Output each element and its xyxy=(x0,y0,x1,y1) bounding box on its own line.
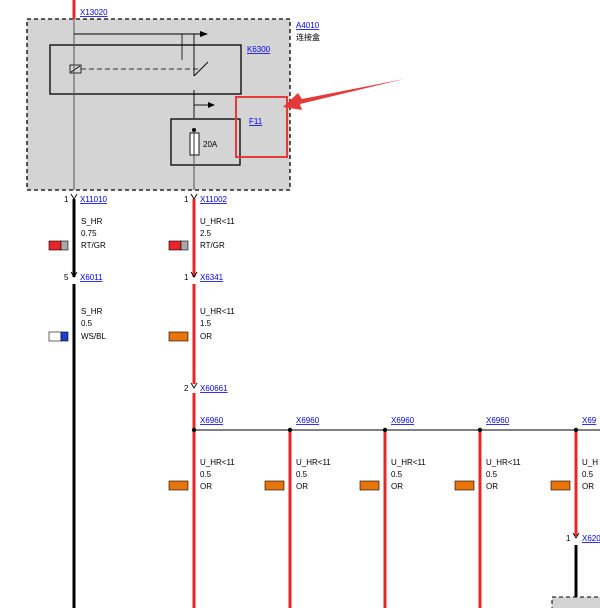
connector-mid-left[interactable]: X6011 xyxy=(80,273,103,282)
branch-connector-link[interactable]: X6960 xyxy=(486,416,510,425)
fuse-rating: 20A xyxy=(203,140,218,149)
branch-connector-link[interactable]: X6960 xyxy=(200,416,224,425)
connector-out-right[interactable]: X11002 xyxy=(200,195,228,204)
connector-mid-right[interactable]: X6341 xyxy=(200,273,224,282)
svg-text:0.5: 0.5 xyxy=(296,470,308,479)
svg-text:U_HR<11: U_HR<11 xyxy=(200,217,235,226)
connector-bottom-right[interactable]: X620 xyxy=(582,534,600,543)
svg-text:RT/GR: RT/GR xyxy=(81,241,106,250)
svg-text:2: 2 xyxy=(184,384,189,393)
wire-color-swatch xyxy=(168,240,182,251)
svg-text:OR: OR xyxy=(486,482,498,491)
svg-text:0.5: 0.5 xyxy=(391,470,403,479)
svg-text:U_HR<11: U_HR<11 xyxy=(391,458,426,467)
branch-connector-link[interactable]: X6960 xyxy=(296,416,320,425)
wire-color-swatch xyxy=(168,480,189,491)
svg-text:1: 1 xyxy=(184,273,189,282)
svg-text:OR: OR xyxy=(391,482,403,491)
svg-text:U_HR<11: U_HR<11 xyxy=(200,458,235,467)
svg-text:0.5: 0.5 xyxy=(582,470,594,479)
svg-text:S_HR: S_HR xyxy=(81,307,103,316)
svg-text:0.5: 0.5 xyxy=(81,319,93,328)
wire-color-swatch xyxy=(48,240,62,251)
highlight-box xyxy=(235,96,288,158)
wire-color-swatch xyxy=(48,331,62,342)
svg-text:RT/GR: RT/GR xyxy=(200,241,225,250)
svg-text:WS/BL: WS/BL xyxy=(81,332,106,341)
svg-text:0.75: 0.75 xyxy=(81,229,97,238)
module-id-link[interactable]: A4010 xyxy=(296,21,320,30)
svg-text:U_H: U_H xyxy=(582,458,598,467)
svg-text:OR: OR xyxy=(200,332,212,341)
svg-text:OR: OR xyxy=(296,482,308,491)
fuse-link[interactable]: F11 xyxy=(249,117,263,126)
device-box xyxy=(551,596,600,608)
branch-connector-link[interactable]: X69 xyxy=(582,416,597,425)
arrow-icon xyxy=(208,102,215,108)
svg-text:U_HR<11: U_HR<11 xyxy=(296,458,331,467)
svg-text:S_HR: S_HR xyxy=(81,217,103,226)
fuse-icon xyxy=(189,132,200,156)
svg-text:U_HR<11: U_HR<11 xyxy=(486,458,521,467)
svg-text:0.5: 0.5 xyxy=(200,470,212,479)
wire-color-swatch xyxy=(264,480,285,491)
highlight-arrow-icon xyxy=(283,79,404,110)
svg-text:U_HR<11: U_HR<11 xyxy=(200,307,235,316)
svg-text:5: 5 xyxy=(64,273,69,282)
branch-connector-link[interactable]: X6960 xyxy=(391,416,415,425)
module-name: 连接盒 xyxy=(296,32,320,42)
svg-text:1.5: 1.5 xyxy=(200,319,212,328)
wire-color-swatch xyxy=(168,331,189,342)
svg-text:OR: OR xyxy=(582,482,594,491)
svg-text:OR: OR xyxy=(200,482,212,491)
svg-text:1: 1 xyxy=(566,534,571,543)
module-box xyxy=(26,18,291,191)
wire-color-swatch xyxy=(454,480,475,491)
wire-color-swatch xyxy=(359,480,380,491)
wire-color-swatch xyxy=(550,480,571,491)
fuse-box xyxy=(170,118,241,166)
svg-text:1: 1 xyxy=(184,195,189,204)
arrow-icon xyxy=(200,31,208,37)
svg-text:2.5: 2.5 xyxy=(200,229,212,238)
connector-splice[interactable]: X60661 xyxy=(200,384,228,393)
connector-out-left[interactable]: X11010 xyxy=(80,195,108,204)
top-connector-link[interactable]: X13020 xyxy=(80,8,108,17)
svg-text:1: 1 xyxy=(64,195,69,204)
svg-text:0.5: 0.5 xyxy=(486,470,498,479)
relay-switch-icon xyxy=(193,61,209,77)
relay-link[interactable]: K6300 xyxy=(247,45,271,54)
relay-box xyxy=(49,44,242,95)
